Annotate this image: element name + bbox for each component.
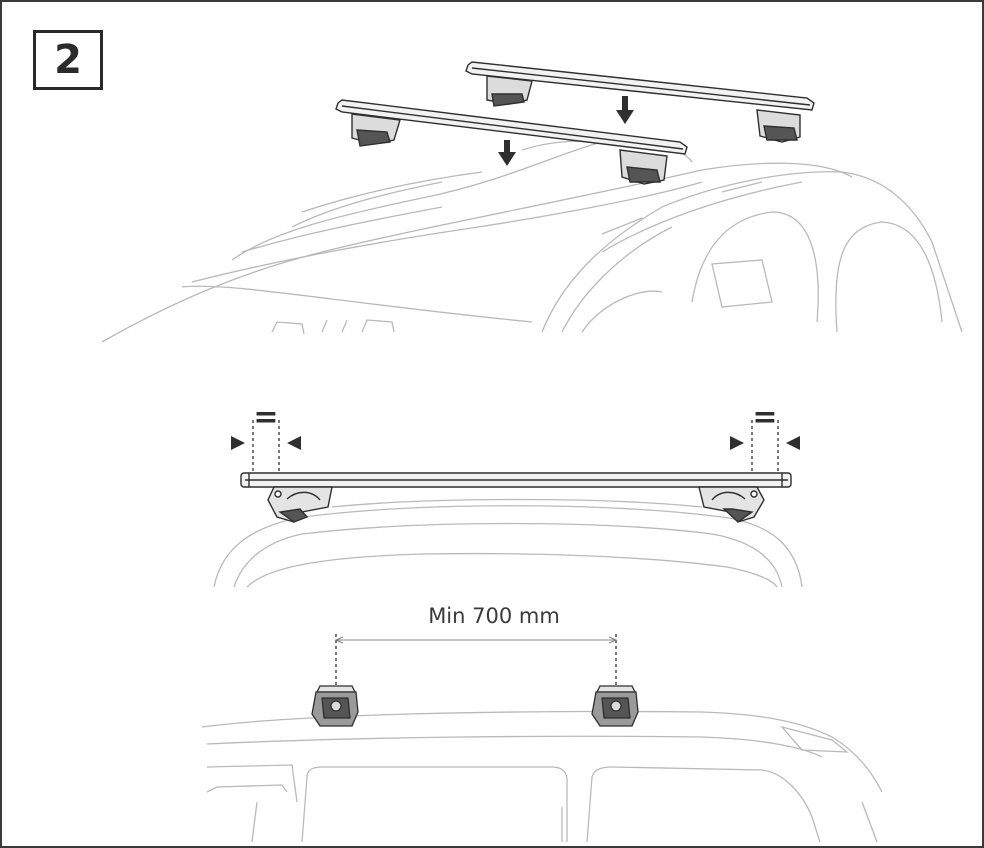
rear-crossbar bbox=[465, 61, 815, 143]
equal-distance-marker-right: = bbox=[730, 400, 800, 472]
pointer-triangle-icon bbox=[786, 436, 800, 450]
equal-sign-right: = bbox=[752, 400, 777, 435]
step-number: 2 bbox=[54, 37, 82, 83]
front-crossbar bbox=[335, 99, 688, 185]
pointer-triangle-icon bbox=[730, 436, 744, 450]
step-number-box: 2 bbox=[33, 30, 103, 90]
min-distance-dimension bbox=[336, 634, 616, 686]
equal-sign-left: = bbox=[253, 400, 278, 435]
min-distance-label: Min 700 mm bbox=[428, 604, 560, 628]
car-side-view bbox=[201, 710, 883, 843]
car-roof-perspective bbox=[101, 138, 963, 343]
foot-right bbox=[698, 486, 765, 523]
down-arrow-icon bbox=[616, 96, 634, 124]
down-arrow-icon bbox=[498, 140, 516, 166]
roof-foot-right bbox=[591, 685, 639, 727]
roof-foot-left bbox=[311, 685, 359, 727]
car-roof-front bbox=[213, 498, 803, 588]
crossbar-front-view bbox=[240, 472, 792, 488]
pointer-triangle-icon bbox=[231, 436, 245, 450]
pointer-triangle-icon bbox=[287, 436, 301, 450]
equal-distance-marker-left: = bbox=[231, 400, 301, 472]
foot-left bbox=[267, 486, 333, 523]
